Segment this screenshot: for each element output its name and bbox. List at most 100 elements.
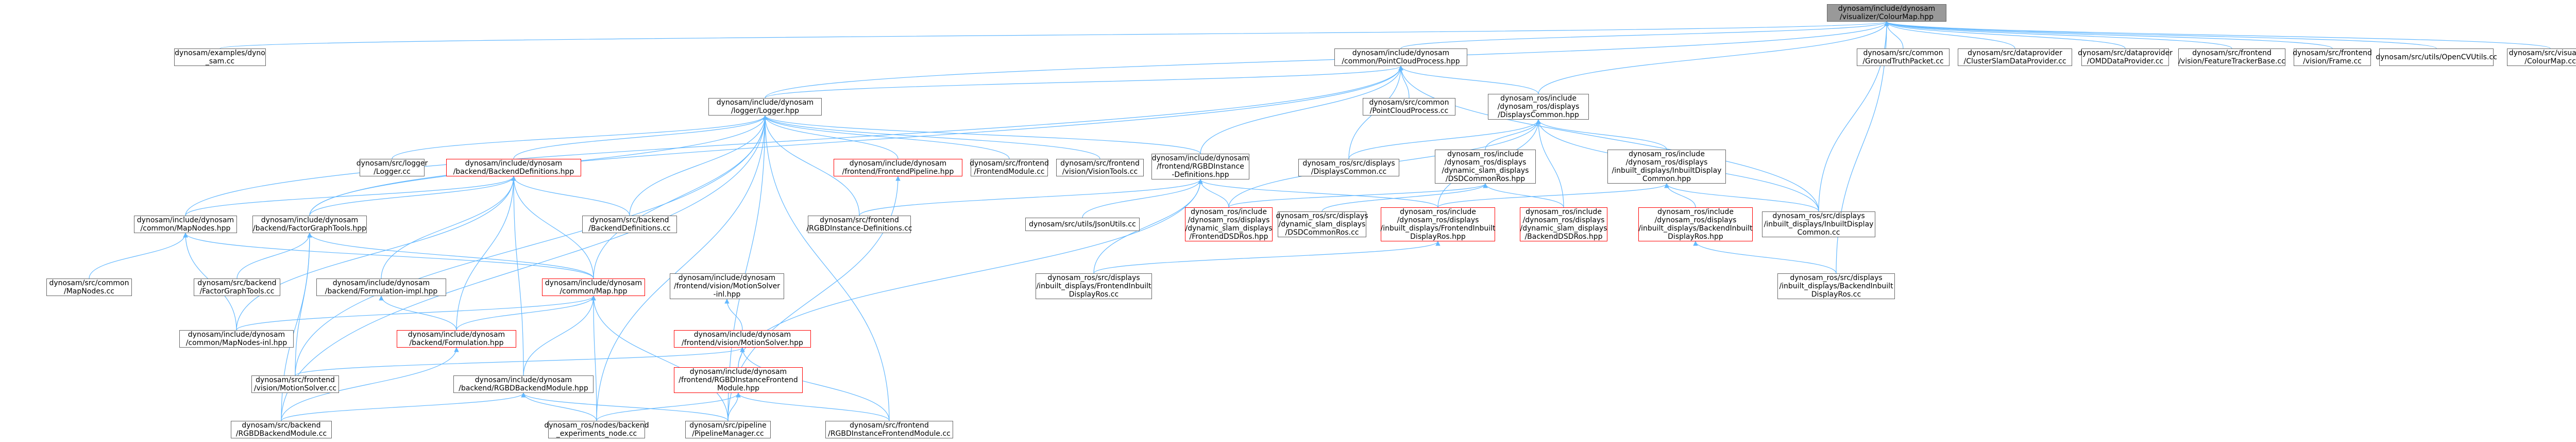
node-factor-graph-tools-cc[interactable]: dynosam/src/backend/FactorGraphTools.cc [194, 279, 280, 296]
node-label-line: dynosam_ros/nodes/backend [544, 421, 649, 430]
node-logger-hpp[interactable]: dynosam/include/dynosam/logger/Logger.hp… [708, 98, 822, 116]
edge-logger-hpp-to-motion-solver-cc [295, 115, 768, 376]
node-backend-inbuilt-display-ros-cc[interactable]: dynosam_ros/src/displays/inbuilt_display… [1777, 273, 1895, 299]
edge-point-cloud-process-to-displays-common-hpp [1398, 66, 1539, 94]
edge-backend-inbuilt-display-ros-hpp-to-backend-inbuilt-display-ros-cc [1693, 241, 1837, 274]
node-map-nodes-cc[interactable]: dynosam/src/common/MapNodes.cc [46, 279, 132, 296]
edge-common-map-hpp-to-rgbd-backend-module-hpp [523, 296, 596, 376]
node-label-line: dynosam/include/dynosam [1838, 5, 1936, 13]
node-label-line: dynosam/src/logger [356, 159, 428, 168]
node-rgbd-backend-module-cc[interactable]: dynosam/src/backend/RGBDBackendModule.cc [231, 421, 332, 438]
node-label-line: DisplayRos.cc [1069, 290, 1119, 299]
node-label-line: DisplayRos.cc [1811, 290, 1861, 299]
node-frontend-dsd-ros-hpp[interactable]: dynosam_ros/include/dynosam_ros/displays… [1185, 207, 1273, 241]
node-rgbd-instance-defs-cc[interactable]: dynosam/src/frontend/RGBDInstance-Defini… [806, 216, 912, 233]
node-label-line: DisplayRos.hpp [1668, 233, 1723, 241]
node-backend-inbuilt-display-ros-hpp[interactable]: dynosam_ros/include/dynosam_ros/displays… [1638, 207, 1753, 241]
edge-rgbd-backend-module-hpp-to-rgbd-backend-module-cc [281, 392, 526, 421]
edge-point-cloud-process-to-logger-hpp [765, 66, 1403, 99]
node-label-line: dynosam/include/dynosam [545, 279, 642, 287]
edge-logger-hpp-to-vision-tools-cc [762, 115, 1100, 159]
edge-backend-definitions-hpp-to-backend-formulation-hpp [456, 176, 516, 331]
node-displays-common-hpp[interactable]: dynosam_ros/include/dynosam_ros/displays… [1488, 94, 1589, 120]
node-backend-definitions-cc[interactable]: dynosam/src/backend/BackendDefinitions.c… [582, 216, 677, 233]
node-formulation-impl-hpp[interactable]: dynosam/include/dynosam/backend/Formulat… [316, 279, 446, 296]
node-frontend-inbuilt-display-ros-cc[interactable]: dynosam_ros/src/displays/inbuilt_display… [1036, 273, 1152, 299]
edge-root-to-displays-common-hpp [1538, 21, 1889, 94]
node-label-line: /backend/BackendDefinitions.hpp [453, 168, 574, 176]
node-opencv-utils[interactable]: dynosam/src/utils/OpenCVUtils.cc [2376, 48, 2497, 66]
edge-common-map-nodes-hpp-to-map-nodes-cc [89, 233, 188, 279]
node-label-line: _sam.cc [205, 57, 235, 66]
node-frontend-module-cc[interactable]: dynosam/src/frontend/FrontendModule.cc [970, 159, 1049, 176]
node-label-line: /inbuilt_displays/BackendInbuilt [1779, 282, 1893, 290]
node-logger-cc[interactable]: dynosam/src/logger/Logger.cc [356, 159, 428, 176]
edge-common-map-hpp-to-pipeline-manager-cc [591, 296, 728, 421]
node-label-line: /frontend/vision/MotionSolver.hpp [682, 339, 803, 347]
node-colour-map-cc[interactable]: dynosam/src/visualizer/ColourMap.cc [2507, 48, 2576, 66]
edge-common-map-nodes-hpp-to-common-map-hpp [183, 233, 594, 279]
edge-logger-hpp-to-backend-definitions-hpp [513, 115, 768, 159]
node-ground-truth-packet[interactable]: dynosam/src/common/GroundTruthPacket.cc [1857, 48, 1950, 66]
node-label-line: dynosam/src/common [1863, 49, 1943, 57]
edge-logger-hpp-to-rgbd-backend-module-cc [281, 115, 768, 421]
edge-logger-hpp-to-backend-definitions-cc [629, 115, 768, 216]
node-label-line: /common/MapNodes-inl.hpp [185, 339, 287, 347]
node-motion-solver-inl-hpp[interactable]: dynosam/include/dynosam/frontend/vision/… [670, 273, 784, 299]
node-displays-common-cc[interactable]: dynosam_ros/src/displays/DisplaysCommon.… [1298, 159, 1399, 176]
node-backend-definitions-hpp[interactable]: dynosam/include/dynosam/backend/BackendD… [446, 159, 581, 176]
node-json-utils-cc[interactable]: dynosam/src/utils/JsonUtils.cc [1025, 218, 1140, 231]
node-rgbd-backend-module-hpp[interactable]: dynosam/include/dynosam/backend/RGBDBack… [453, 375, 594, 393]
node-root[interactable]: dynosam/include/dynosam/visualizer/Colou… [1827, 4, 1946, 22]
edge-common-map-hpp-to-backend-experiments-node-cc [591, 296, 597, 421]
node-omd-dp[interactable]: dynosam/src/dataprovider/OMDDataProvider… [2078, 48, 2173, 66]
node-label-line: /backend/FactorGraphTools.hpp [253, 224, 366, 233]
node-point-cloud-process-cc[interactable]: dynosam/src/common/PointCloudProcess.cc [1363, 98, 1455, 116]
node-frontend-inbuilt-display-ros-hpp[interactable]: dynosam_ros/include/dynosam_ros/displays… [1380, 207, 1496, 241]
node-vision-tools-cc[interactable]: dynosam/src/frontend/vision/VisionTools.… [1056, 159, 1144, 176]
node-vision-frame[interactable]: dynosam/src/frontend/vision/Frame.cc [2293, 48, 2372, 66]
node-label-line: /inbuilt_displays/BackendInbuilt [1638, 224, 1753, 233]
node-common-map-nodes-hpp[interactable]: dynosam/include/dynosam/common/MapNodes.… [134, 216, 237, 233]
node-label-line: /backend/RGBDBackendModule.hpp [459, 384, 588, 392]
node-label-line: dynosam/include/dynosam [678, 274, 776, 282]
node-backend-experiments-node-cc[interactable]: dynosam_ros/nodes/backend_experiments_no… [544, 421, 649, 438]
node-label-line: /RGBDBackendModule.cc [235, 430, 327, 438]
edge-rgbd-instance-defs-hpp-to-frontend-dsd-ros-hpp [1198, 179, 1229, 208]
node-cluster-slam-dp[interactable]: dynosam/src/dataprovider/ClusterSlamData… [1958, 48, 2072, 66]
node-motion-solver-hpp[interactable]: dynosam/include/dynosam/frontend/vision/… [674, 330, 811, 348]
node-label-line: dynosam/src/frontend [1060, 159, 1140, 168]
node-point-cloud-process[interactable]: dynosam/include/dynosam/common/PointClou… [1334, 48, 1467, 66]
node-pipeline-manager-cc[interactable]: dynosam/src/pipeline/PipelineManager.cc [685, 421, 771, 438]
node-label-line: /inbuilt_displays/InbuiltDisplay [1764, 220, 1874, 228]
node-label-line: /BackendDefinitions.cc [588, 224, 671, 233]
node-feature-tracker-base[interactable]: dynosam/src/frontend/vision/FeatureTrack… [2178, 48, 2285, 66]
node-label-line: Module.hpp [717, 384, 759, 392]
node-example-dyno-sam[interactable]: dynosam/examples/dyno_sam.cc [174, 48, 266, 66]
node-backend-formulation-hpp[interactable]: dynosam/include/dynosam/backend/Formulat… [397, 330, 516, 348]
node-common-map-hpp[interactable]: dynosam/include/dynosam/common/Map.hpp [542, 279, 645, 296]
edge-dsd-common-ros-hpp-to-backend-dsd-ros-hpp [1483, 183, 1564, 208]
node-label-line: /FrontendModule.cc [974, 168, 1045, 176]
node-rgbd-instance-frontend-module-cc[interactable]: dynosam/src/frontend/RGBDInstanceFronten… [825, 421, 953, 438]
node-factor-graph-tools-hpp[interactable]: dynosam/include/dynosam/backend/FactorGr… [252, 216, 367, 233]
node-frontend-pipeline-hpp[interactable]: dynosam/include/dynosam/frontend/Fronten… [834, 159, 962, 176]
node-rgbd-instance-frontend-module-hpp[interactable]: dynosam/include/dynosam/frontend/RGBDIns… [674, 367, 803, 393]
node-inbuilt-display-common-cc[interactable]: dynosam_ros/src/displays/inbuilt_display… [1762, 211, 1875, 237]
node-backend-dsd-ros-hpp[interactable]: dynosam_ros/include/dynosam_ros/displays… [1520, 207, 1607, 241]
node-label-line: /Logger.cc [374, 168, 411, 176]
edge-rgbd-backend-module-hpp-to-backend-experiments-node-cc [521, 392, 597, 421]
node-motion-solver-cc[interactable]: dynosam/src/frontend/vision/MotionSolver… [251, 375, 339, 393]
edge-logger-hpp-to-common-map-hpp [593, 115, 768, 279]
edge-backend-definitions-hpp-to-common-map-hpp [511, 176, 594, 279]
node-dsd-common-ros-cc[interactable]: dynosam_ros/src/displays/dynamic_slam_di… [1276, 211, 1368, 237]
node-dsd-common-ros-hpp[interactable]: dynosam_ros/include/dynosam_ros/displays… [1435, 150, 1536, 184]
node-label-line: /dynamic_slam_displays [1278, 220, 1366, 228]
node-inbuilt-display-common-hpp[interactable]: dynosam_ros/include/dynosam_ros/displays… [1607, 150, 1726, 184]
edge-factor-graph-tools-hpp-to-common-map-hpp [307, 233, 594, 279]
node-map-nodes-inl-hpp[interactable]: dynosam/include/dynosam/common/MapNodes-… [179, 330, 294, 348]
node-label-line: dynosam/src/backend [197, 279, 277, 287]
node-label-line: _experiments_node.cc [556, 430, 637, 438]
node-rgbd-instance-defs-hpp[interactable]: dynosam/include/dynosam/frontend/RGBDIns… [1151, 154, 1249, 179]
edge-backend-formulation-hpp-to-rgbd-backend-module-cc [281, 347, 459, 421]
